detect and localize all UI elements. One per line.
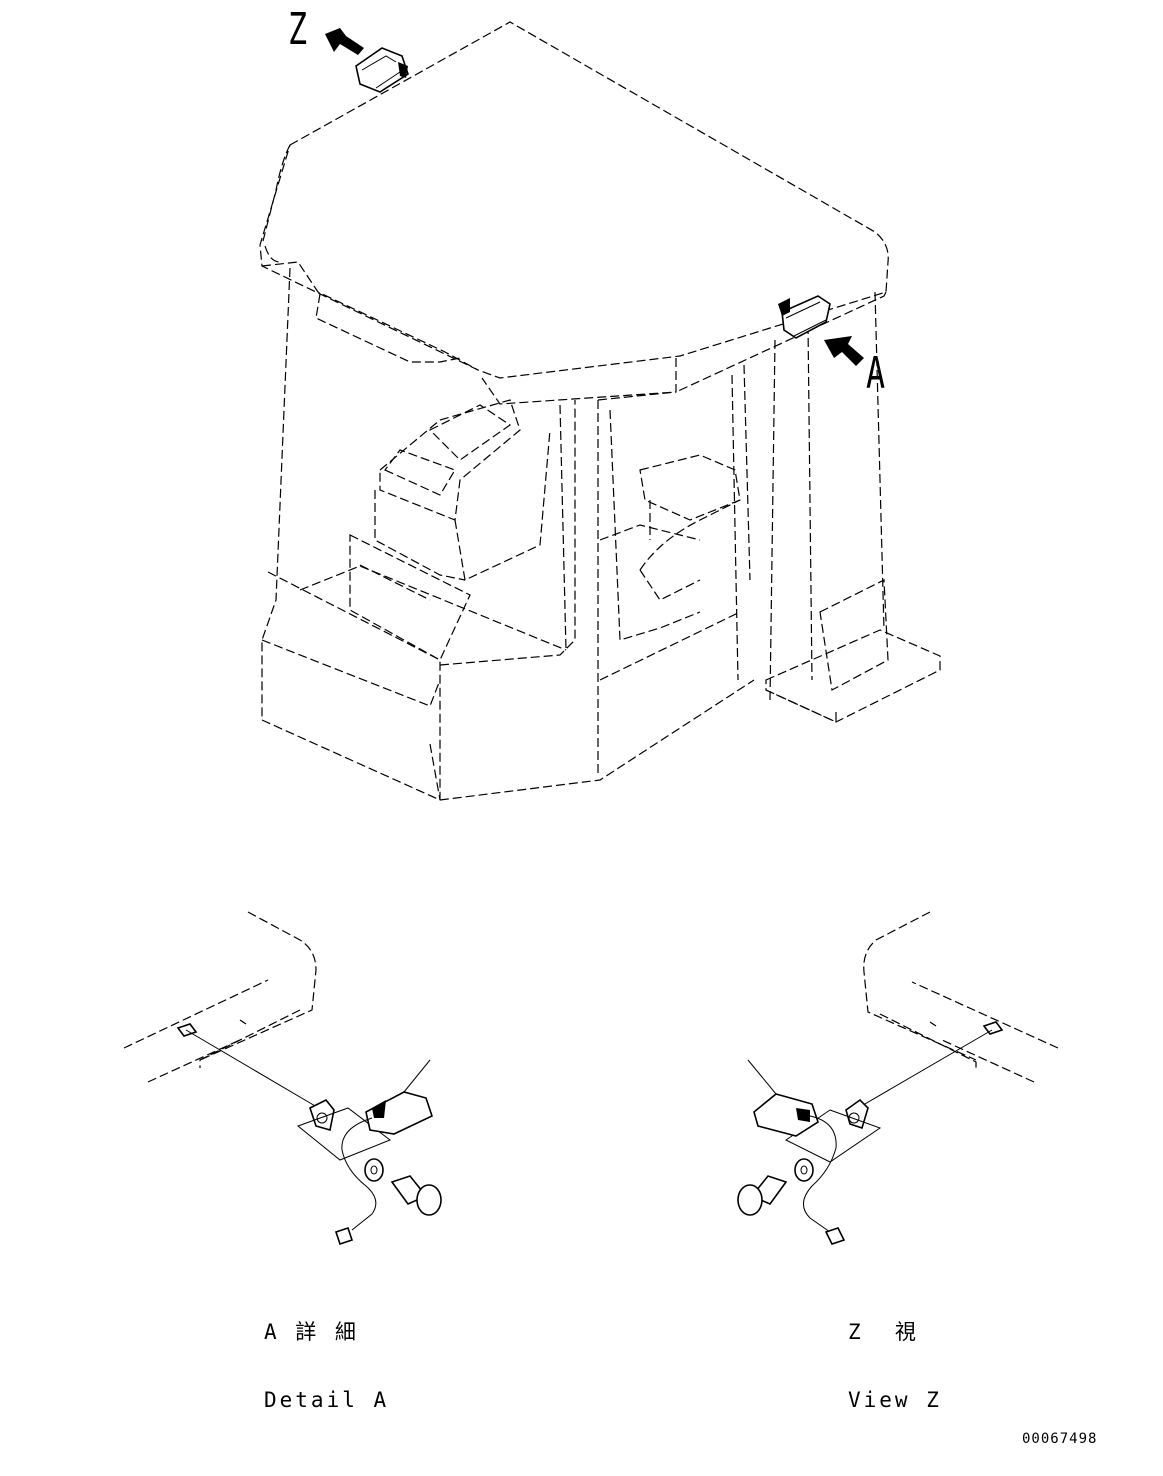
view-z-parts [737, 1021, 1004, 1245]
view-z-caption-jp: Z 視 [848, 1320, 919, 1344]
view-z-roof-corner [863, 911, 1059, 1083]
cab-roof [259, 21, 889, 405]
cab-body [261, 267, 941, 801]
cab-seat [599, 454, 741, 601]
cab-console [349, 399, 551, 661]
view-z-marker: Z [288, 4, 308, 55]
detail-a-roof-corner [123, 911, 317, 1083]
work-lamp-a [778, 295, 831, 339]
arrow-z-icon [325, 28, 364, 55]
view-z-caption: Z 視 View Z [848, 1280, 942, 1437]
detail-a-caption-jp: A 詳 細 [264, 1320, 359, 1344]
view-z-caption-en: View Z [848, 1388, 942, 1412]
detail-a-caption-en: Detail A [264, 1388, 390, 1412]
work-lamp-z [355, 47, 409, 93]
detail-a-parts [176, 1023, 442, 1246]
detail-a-marker: A [866, 348, 886, 399]
detail-a-caption: A 詳 細 Detail A [264, 1280, 389, 1437]
drawing-number: 00067498 [1022, 1431, 1098, 1447]
arrow-a-icon [824, 336, 864, 366]
